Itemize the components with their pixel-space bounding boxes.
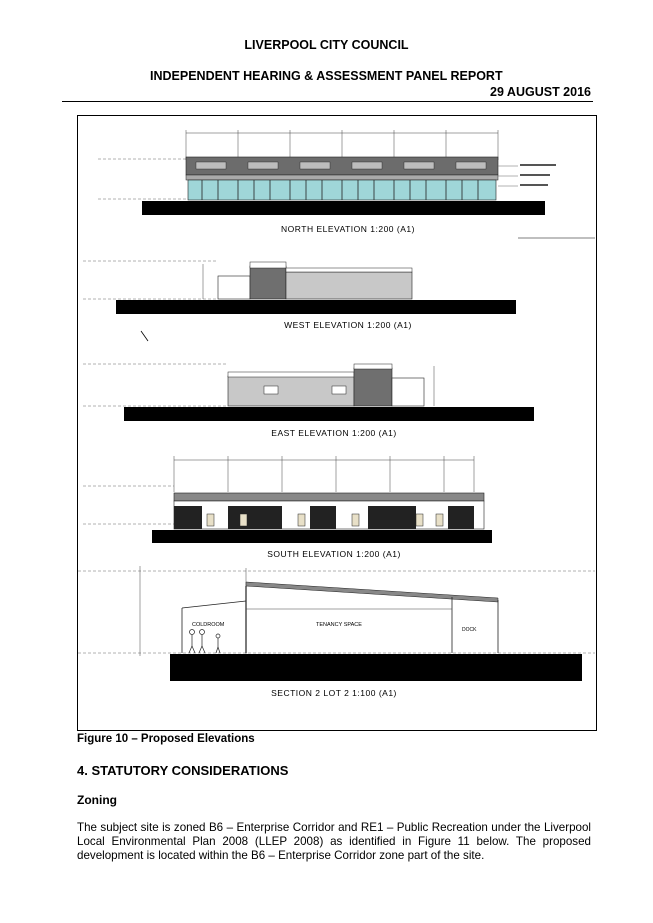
- figure-caption: Figure 10 – Proposed Elevations: [77, 733, 255, 745]
- section-room-mid: TENANCY SPACE: [316, 622, 362, 628]
- section-room-right: DOCK: [462, 627, 477, 633]
- section-title: SECTION 2 LOT 2 1:100 (A1): [271, 688, 397, 698]
- section-room-left: COLDROOM: [192, 622, 225, 628]
- elevations-drawing: NORTH ELEVATION 1:200 (A1) WEST ELEVATIO…: [78, 130, 595, 698]
- east-elevation-title: EAST ELEVATION 1:200 (A1): [271, 428, 396, 438]
- people-figures: [188, 629, 221, 654]
- report-title: INDEPENDENT HEARING & ASSESSMENT PANEL R…: [150, 69, 503, 83]
- council-name: LIVERPOOL CITY COUNCIL: [244, 38, 409, 52]
- east-elevation: EAST ELEVATION 1:200 (A1): [83, 363, 534, 438]
- north-elevation-title: NORTH ELEVATION 1:200 (A1): [281, 224, 415, 234]
- south-elevation: SOUTH ELEVATION 1:200 (A1): [83, 456, 492, 559]
- south-elevation-title: SOUTH ELEVATION 1:200 (A1): [267, 549, 401, 559]
- section-heading: 4. STATUTORY CONSIDERATIONS: [77, 763, 289, 778]
- section-drawing: COLDROOM TENANCY SPACE DOCK SECTION 2 LO…: [78, 566, 595, 698]
- zoning-paragraph: The subject site is zoned B6 – Enterpris…: [77, 821, 591, 862]
- header-rule: [62, 101, 593, 102]
- report-date: 29 AUGUST 2016: [490, 85, 591, 99]
- subheading-zoning: Zoning: [77, 793, 117, 807]
- west-elevation: WEST ELEVATION 1:200 (A1): [83, 260, 516, 330]
- elevations-figure: NORTH ELEVATION 1:200 (A1) WEST ELEVATIO…: [77, 115, 597, 731]
- west-elevation-title: WEST ELEVATION 1:200 (A1): [284, 320, 412, 330]
- north-elevation: NORTH ELEVATION 1:200 (A1): [98, 130, 556, 234]
